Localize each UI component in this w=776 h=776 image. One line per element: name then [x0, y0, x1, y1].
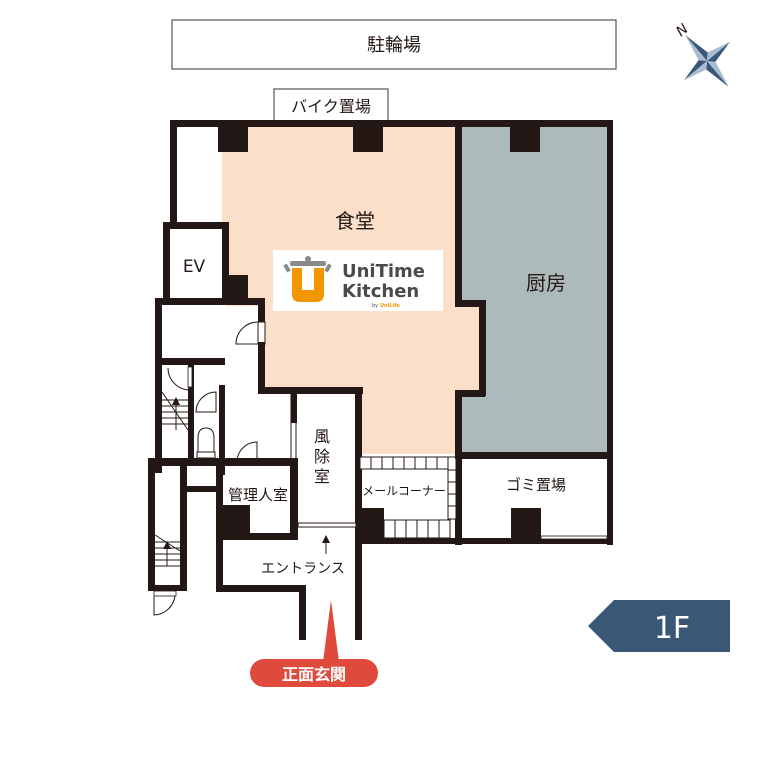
windbreak-room-char-1: 風: [314, 427, 330, 446]
dining-room-label: 食堂: [335, 209, 375, 233]
motorbike-parking-area: バイク置場: [273, 88, 389, 123]
elevator-label: EV: [183, 257, 206, 277]
manager-room-label: 管理人室: [228, 486, 288, 504]
main-entrance-marker: 正面玄関: [250, 600, 378, 687]
windbreak-room: 風 除 室: [297, 427, 357, 528]
north-label: N: [673, 21, 692, 40]
toilet-icon: [196, 427, 216, 459]
mail-corner: メールコーナー: [359, 456, 457, 539]
column: [511, 508, 541, 540]
floor-label: 1F: [654, 611, 690, 646]
entrance-label: エントランス: [261, 561, 345, 577]
kitchen-floor: [462, 127, 608, 452]
column: [353, 120, 383, 152]
compass-icon: N: [673, 21, 730, 88]
mail-corner-label: メールコーナー: [362, 484, 446, 498]
column: [222, 505, 250, 535]
elevator-shaft: EV: [163, 222, 229, 304]
windbreak-room-char-2: 除: [314, 447, 330, 466]
bicycle-parking-label: 駐輪場: [367, 35, 421, 56]
motorbike-parking-label: バイク置場: [291, 97, 371, 116]
windbreak-room-char-3: 室: [314, 467, 330, 486]
door-swing: [235, 321, 259, 345]
main-entrance-label: 正面玄関: [282, 665, 346, 684]
logo-line-2: Kitchen: [342, 281, 419, 302]
pot-icon: [283, 256, 332, 302]
garbage-area-label: ゴミ置場: [506, 476, 566, 494]
logo-byline-prefix: by: [372, 303, 378, 309]
up-arrow-icon: [163, 541, 171, 549]
bicycle-parking-area: 駐輪場: [171, 19, 617, 70]
stairs-lower: [153, 534, 181, 616]
column: [218, 120, 248, 152]
up-arrow-icon: [172, 397, 180, 405]
garbage-area: ゴミ置場: [455, 452, 613, 544]
up-arrow-icon: [322, 535, 330, 543]
kitchen-label: 厨房: [526, 271, 566, 295]
floor-badge: 1F: [588, 600, 730, 652]
logo-line-1: UniTime: [342, 261, 425, 282]
column: [510, 120, 540, 152]
sliding-door: [297, 522, 357, 528]
logo-byline-brand: UniLife: [380, 303, 400, 309]
stairs-upper: [161, 391, 189, 431]
unitime-kitchen-logo: UniTime Kitchen by UniLife: [273, 250, 443, 311]
